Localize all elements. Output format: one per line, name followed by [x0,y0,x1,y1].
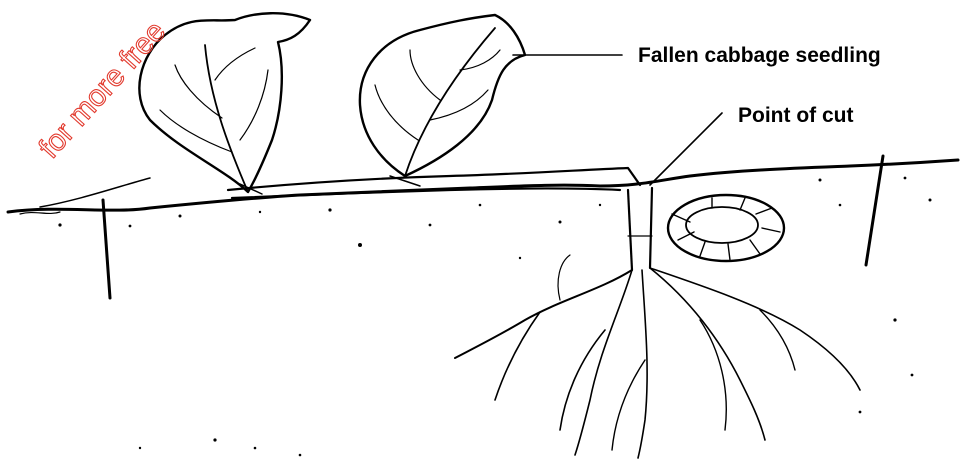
right-leaf [360,15,525,176]
seedling-label: Fallen cabbage seedling [638,44,881,67]
stakes [103,156,883,298]
soil-surface [8,160,958,214]
cutworm-larva [668,195,784,261]
fallen-stem [228,168,640,198]
cut-label: Point of cut [738,104,853,127]
stump [628,188,652,270]
soil-speckles [58,177,931,457]
roots [455,255,860,458]
watermark-text: for more free [33,15,172,165]
pointer-lines [513,55,722,185]
